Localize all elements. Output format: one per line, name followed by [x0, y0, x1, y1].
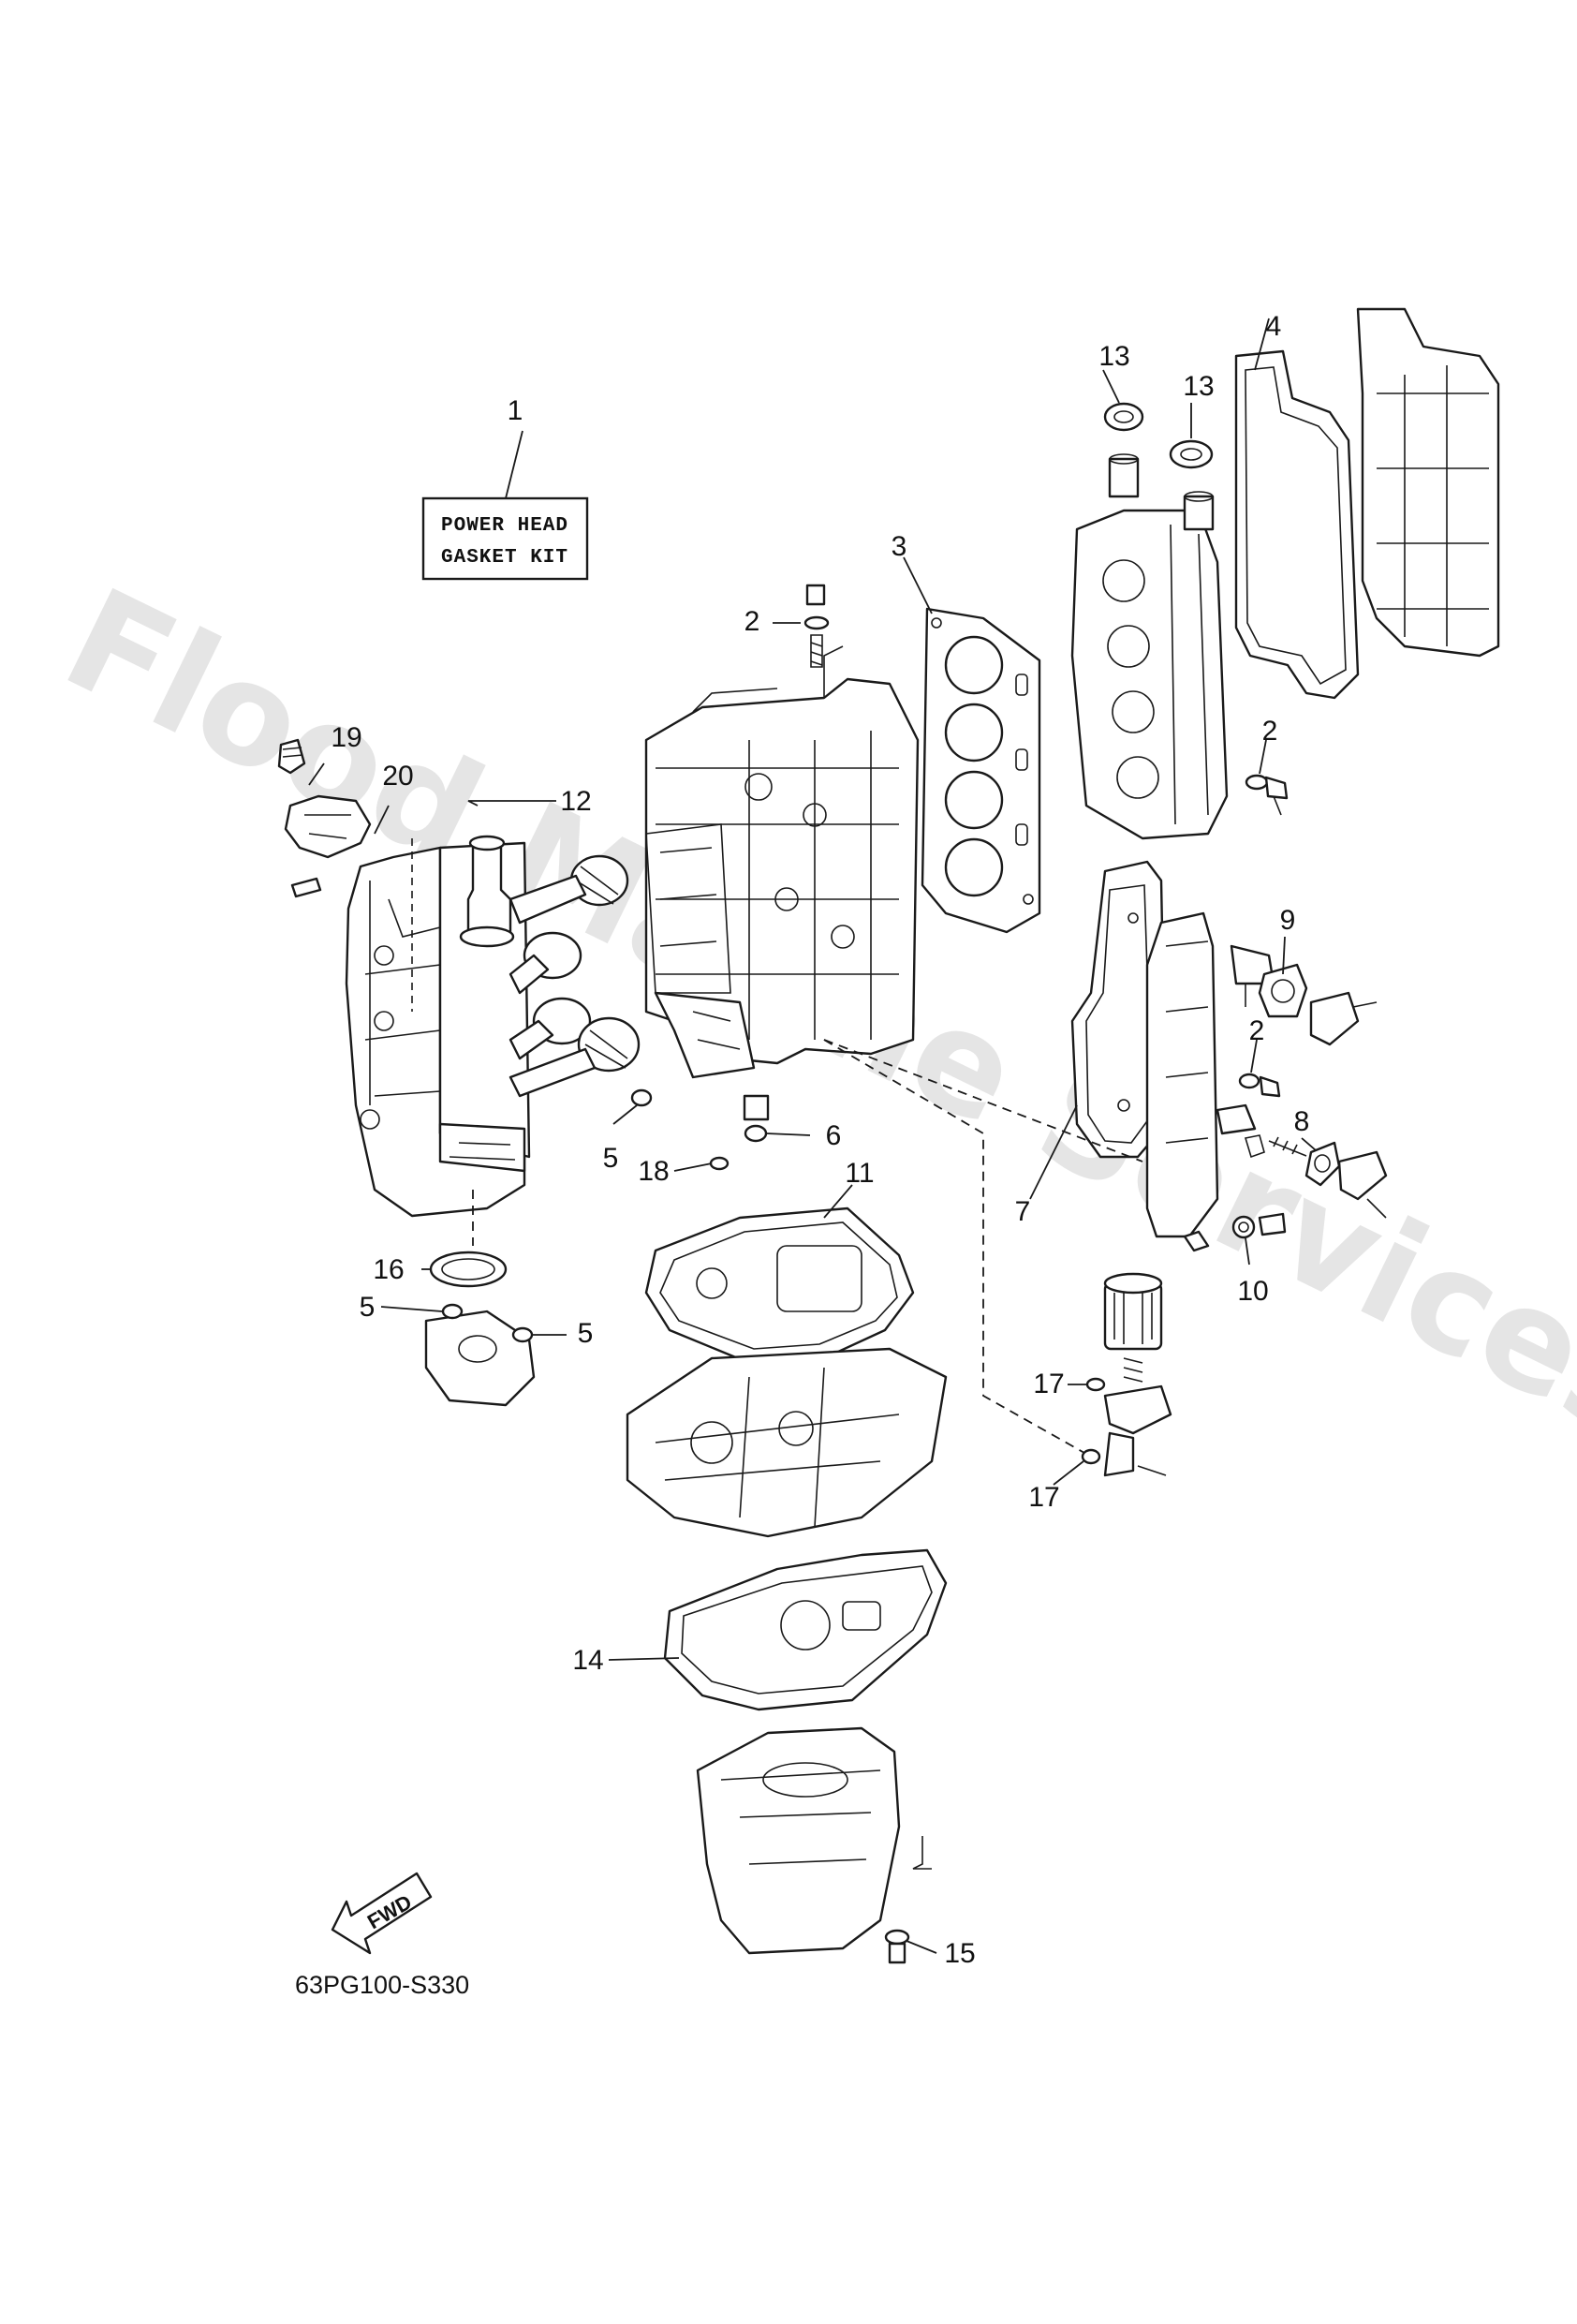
callout-5b[interactable]: 5: [360, 1292, 376, 1323]
callout-17b[interactable]: 17: [1028, 1482, 1059, 1513]
oil-seal-13b[interactable]: [1169, 439, 1214, 469]
bolt-washer-2b[interactable]: [1245, 774, 1289, 816]
o-ring-6[interactable]: [744, 1124, 768, 1143]
cylinder-head: [1070, 453, 1229, 840]
head-gasket[interactable]: [921, 607, 1041, 934]
callout-10[interactable]: 10: [1237, 1276, 1268, 1307]
bolt-washer-2a[interactable]: [803, 584, 830, 668]
exhaust-guide-gasket[interactable]: [663, 1548, 948, 1711]
thermostat-gasket-9[interactable]: [1258, 963, 1308, 1018]
exhaust-cover-gasket[interactable]: [1070, 860, 1168, 1159]
cylinder-block: [644, 645, 920, 1079]
fwd-arrow: FWD: [331, 1872, 433, 1955]
drain-bolt-15[interactable]: [884, 1929, 910, 1964]
callout-6[interactable]: 6: [826, 1120, 842, 1151]
callout-2a[interactable]: 2: [744, 606, 760, 637]
callout-13b[interactable]: 13: [1183, 371, 1214, 402]
o-ring-18[interactable]: [709, 1156, 730, 1171]
o-ring-5b[interactable]: [441, 1303, 464, 1320]
oil-seal-13a[interactable]: [1103, 402, 1144, 432]
diagram-code: 63PG100-S330: [295, 1971, 469, 1999]
kit-label-line2: GASKET KIT: [441, 547, 568, 569]
oil-pan-upper: [626, 1347, 948, 1538]
bolt-washer-2c[interactable]: [1238, 1073, 1281, 1098]
oil-seal-16[interactable]: [429, 1251, 508, 1288]
callout-16[interactable]: 16: [373, 1254, 404, 1285]
callout-1[interactable]: 1: [508, 395, 523, 426]
callout-18[interactable]: 18: [638, 1156, 669, 1187]
callout-14[interactable]: 14: [572, 1645, 603, 1676]
callout-19[interactable]: 19: [331, 722, 361, 753]
oil-filter: [1103, 1272, 1172, 1477]
callout-9[interactable]: 9: [1280, 905, 1296, 936]
crankcase-assembly: [277, 738, 641, 1218]
o-ring-5a[interactable]: [630, 1088, 653, 1107]
kit-label-line1: POWER HEAD: [441, 515, 568, 537]
callout-7[interactable]: 7: [1015, 1196, 1031, 1227]
lower-housing: [424, 1310, 536, 1407]
gasket-kit-label[interactable]: POWER HEAD GASKET KIT: [421, 496, 589, 581]
exhaust-cover: [1145, 911, 1275, 1252]
o-ring-5c[interactable]: [511, 1326, 534, 1343]
head-cover: [1356, 307, 1500, 658]
callout-2b[interactable]: 2: [1262, 716, 1278, 747]
head-cover-gasket[interactable]: [1234, 349, 1360, 700]
callout-8[interactable]: 8: [1294, 1106, 1310, 1137]
callout-12[interactable]: 12: [560, 786, 591, 817]
callout-4[interactable]: 4: [1266, 311, 1282, 342]
callout-11[interactable]: 11: [845, 1158, 874, 1189]
o-ring-17b[interactable]: [1081, 1448, 1101, 1465]
callout-13a[interactable]: 13: [1098, 341, 1129, 372]
callout-15[interactable]: 15: [944, 1938, 975, 1969]
seal-ring-10[interactable]: [1231, 1215, 1256, 1239]
callout-5a[interactable]: 5: [603, 1143, 619, 1174]
crankcase-gasket[interactable]: [644, 1206, 915, 1365]
callout-5c[interactable]: 5: [578, 1318, 594, 1349]
oil-pan-lower: [696, 1726, 932, 1955]
callout-20[interactable]: 20: [382, 761, 413, 792]
callout-2c[interactable]: 2: [1249, 1015, 1265, 1046]
o-ring-17a[interactable]: [1085, 1377, 1106, 1392]
gasket-8[interactable]: [1304, 1141, 1341, 1187]
callout-3[interactable]: 3: [892, 531, 907, 562]
callout-17a[interactable]: 17: [1033, 1369, 1064, 1399]
